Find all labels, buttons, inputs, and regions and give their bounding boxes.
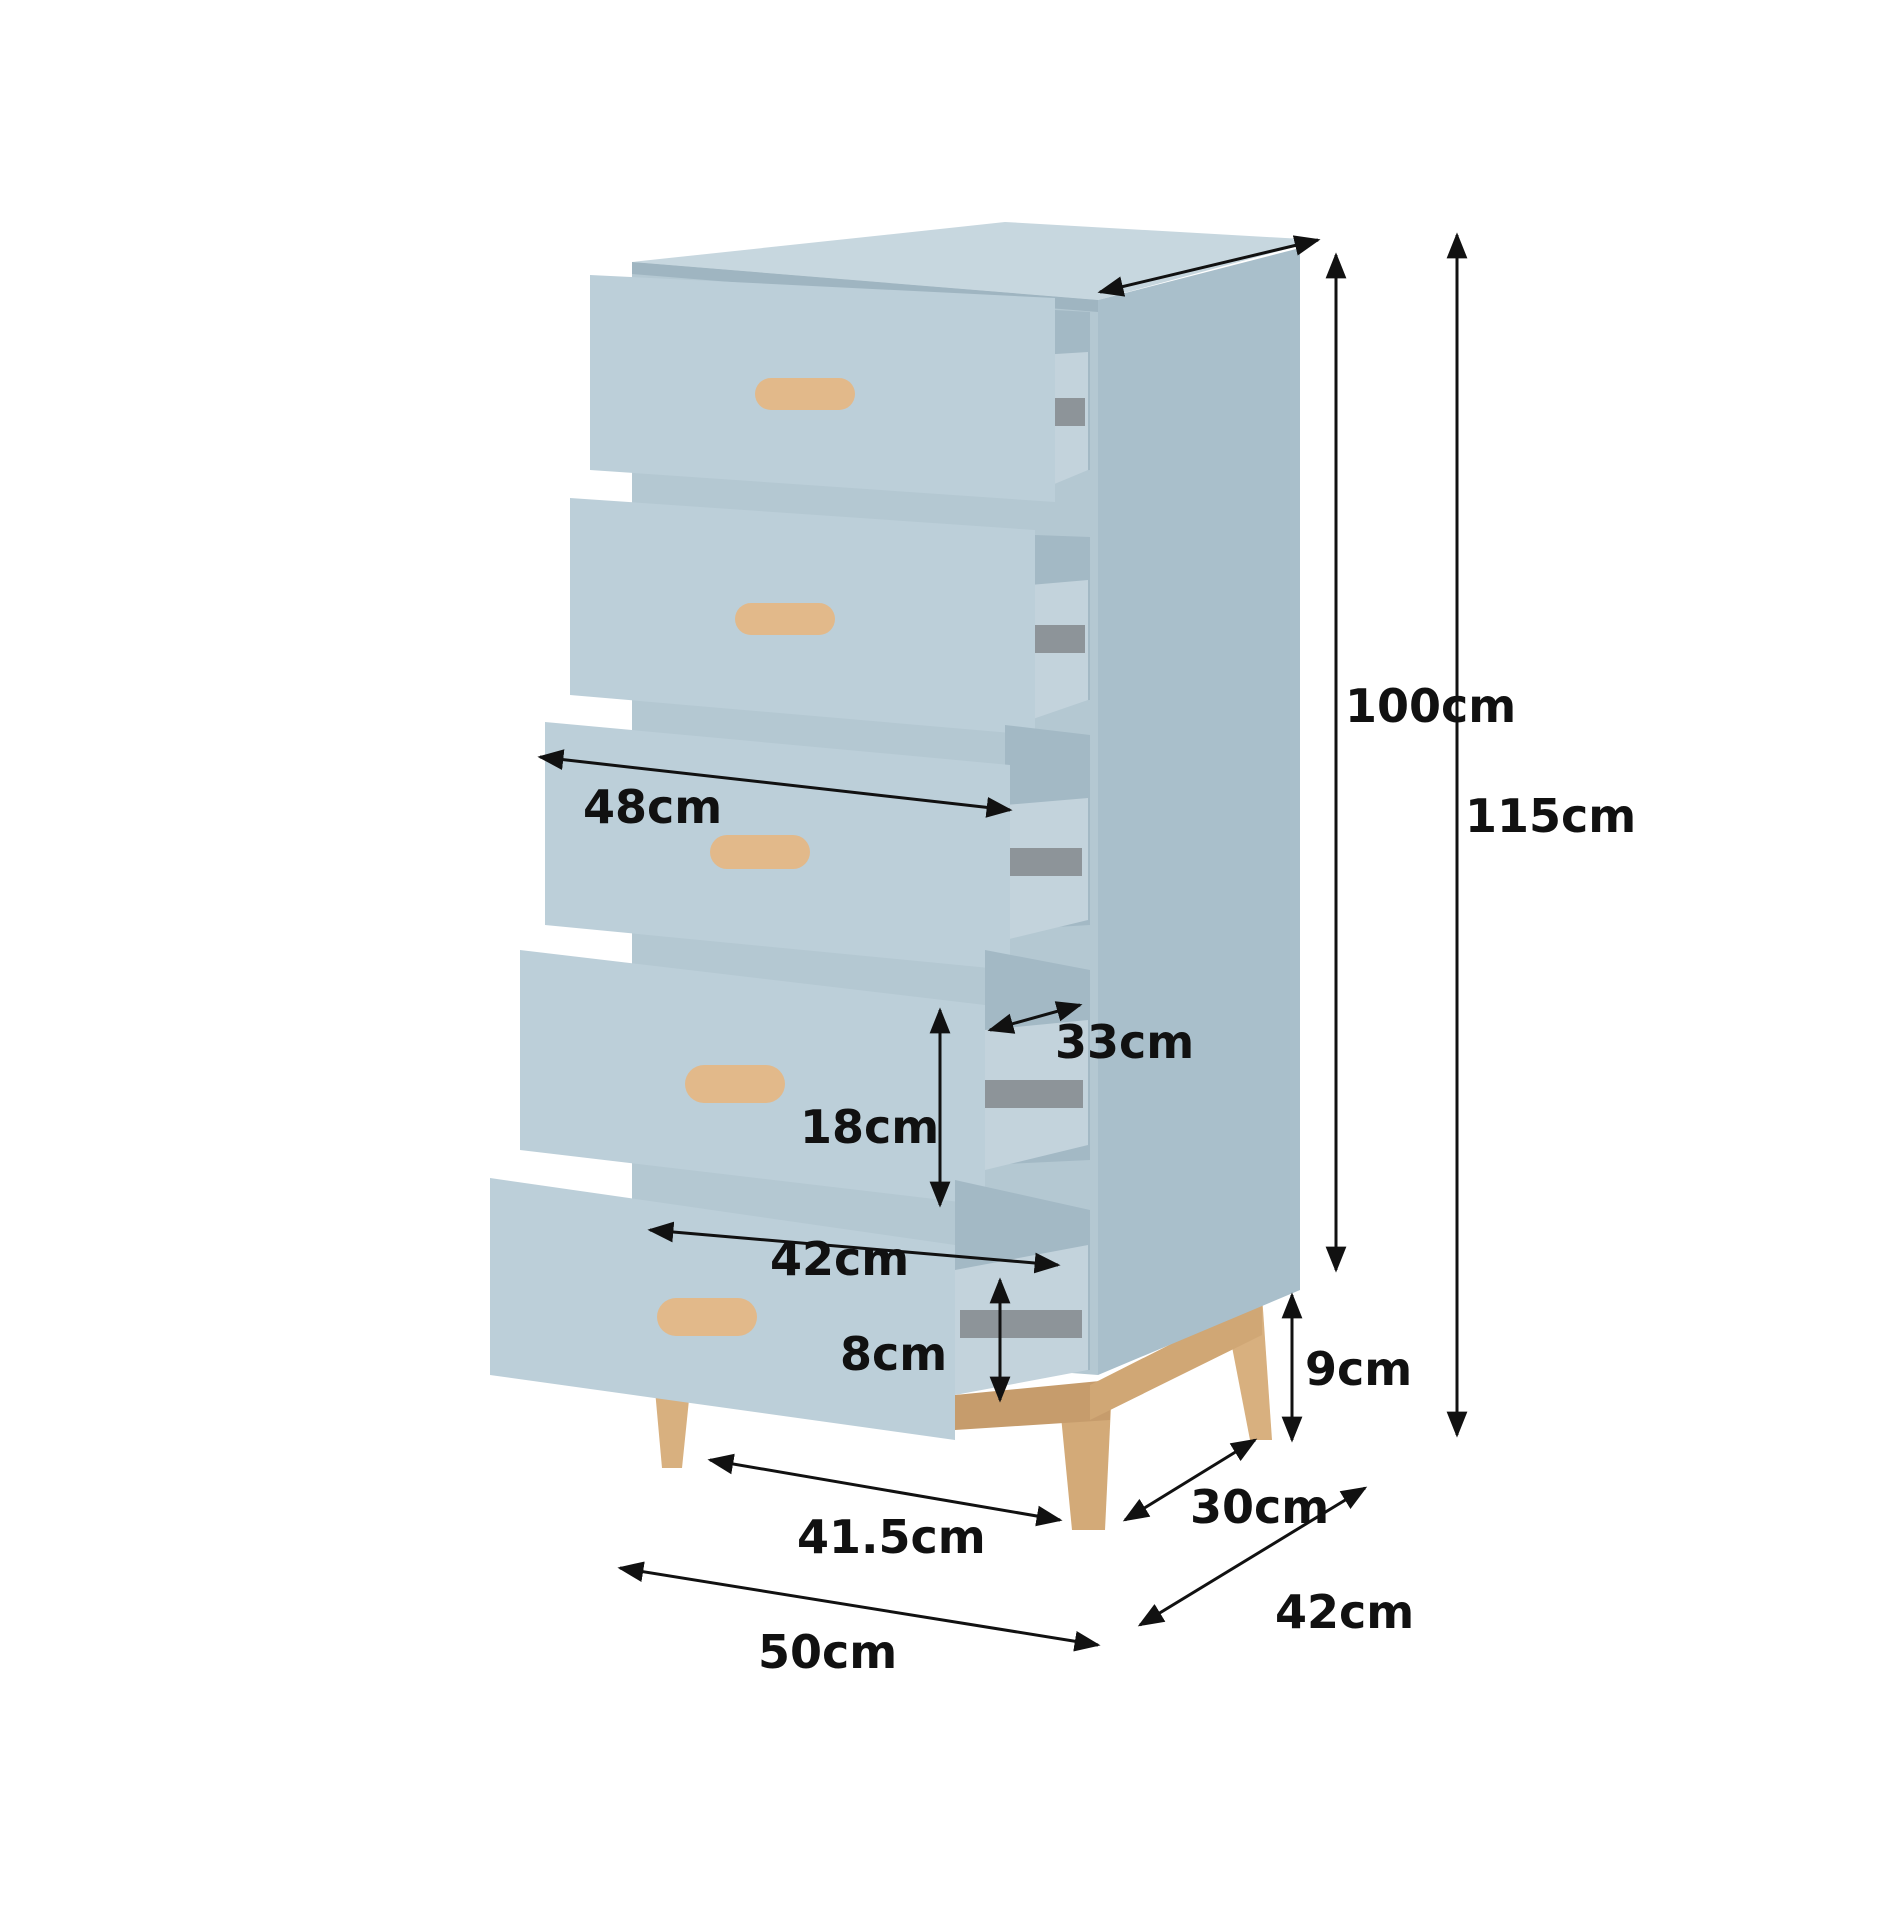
label-leg-span-depth: 30cm <box>1190 1480 1329 1534</box>
dimension-labels: 100cm 115cm 48cm 33cm 18cm 42cm 8cm 9cm … <box>583 679 1636 1679</box>
drawer-slide <box>1035 625 1085 653</box>
label-drawer-depth: 33cm <box>1055 1015 1194 1069</box>
drawer-slide <box>985 1080 1083 1108</box>
label-drawer-height: 18cm <box>800 1100 939 1154</box>
drawer-handle <box>685 1065 785 1103</box>
dim-line-leg-span-width <box>707 1453 1063 1527</box>
dim-line-overall-depth <box>1137 1486 1368 1627</box>
label-overall-width: 50cm <box>758 1625 897 1679</box>
drawer-2 <box>570 498 1090 735</box>
label-height-total: 115cm <box>1465 789 1636 843</box>
label-drawer-front-width: 48cm <box>583 780 722 834</box>
label-drawer-inner-width: 42cm <box>770 1232 909 1286</box>
drawer-slide <box>1010 848 1082 876</box>
apron-side <box>1090 1298 1262 1420</box>
label-leg-span-width: 41.5cm <box>797 1510 986 1564</box>
drawer-handle <box>710 835 810 869</box>
drawer-slide <box>960 1310 1082 1338</box>
drawer-1 <box>590 275 1090 502</box>
drawer-3 <box>545 722 1090 970</box>
dim-line-overall-width <box>617 1561 1101 1652</box>
dim-line-top-depth <box>1097 235 1321 297</box>
label-drawer-inner-height: 8cm <box>840 1327 947 1381</box>
dim-line-drawer-inner-width <box>647 1221 1061 1274</box>
dimension-lines <box>537 232 1468 1652</box>
drawer-handle <box>657 1298 757 1336</box>
drawer-handle <box>735 603 835 635</box>
label-overall-depth: 42cm <box>1275 1585 1414 1639</box>
label-leg-height: 9cm <box>1305 1342 1412 1396</box>
drawer-slide <box>1055 398 1085 426</box>
leg-back-left <box>655 1390 690 1468</box>
cabinet-side <box>1098 248 1300 1375</box>
drawer-handle <box>755 378 855 410</box>
dim-line-drawer-front-width <box>537 749 1013 818</box>
label-height-body: 100cm <box>1345 679 1516 733</box>
dim-line-drawer-depth <box>987 1001 1083 1034</box>
